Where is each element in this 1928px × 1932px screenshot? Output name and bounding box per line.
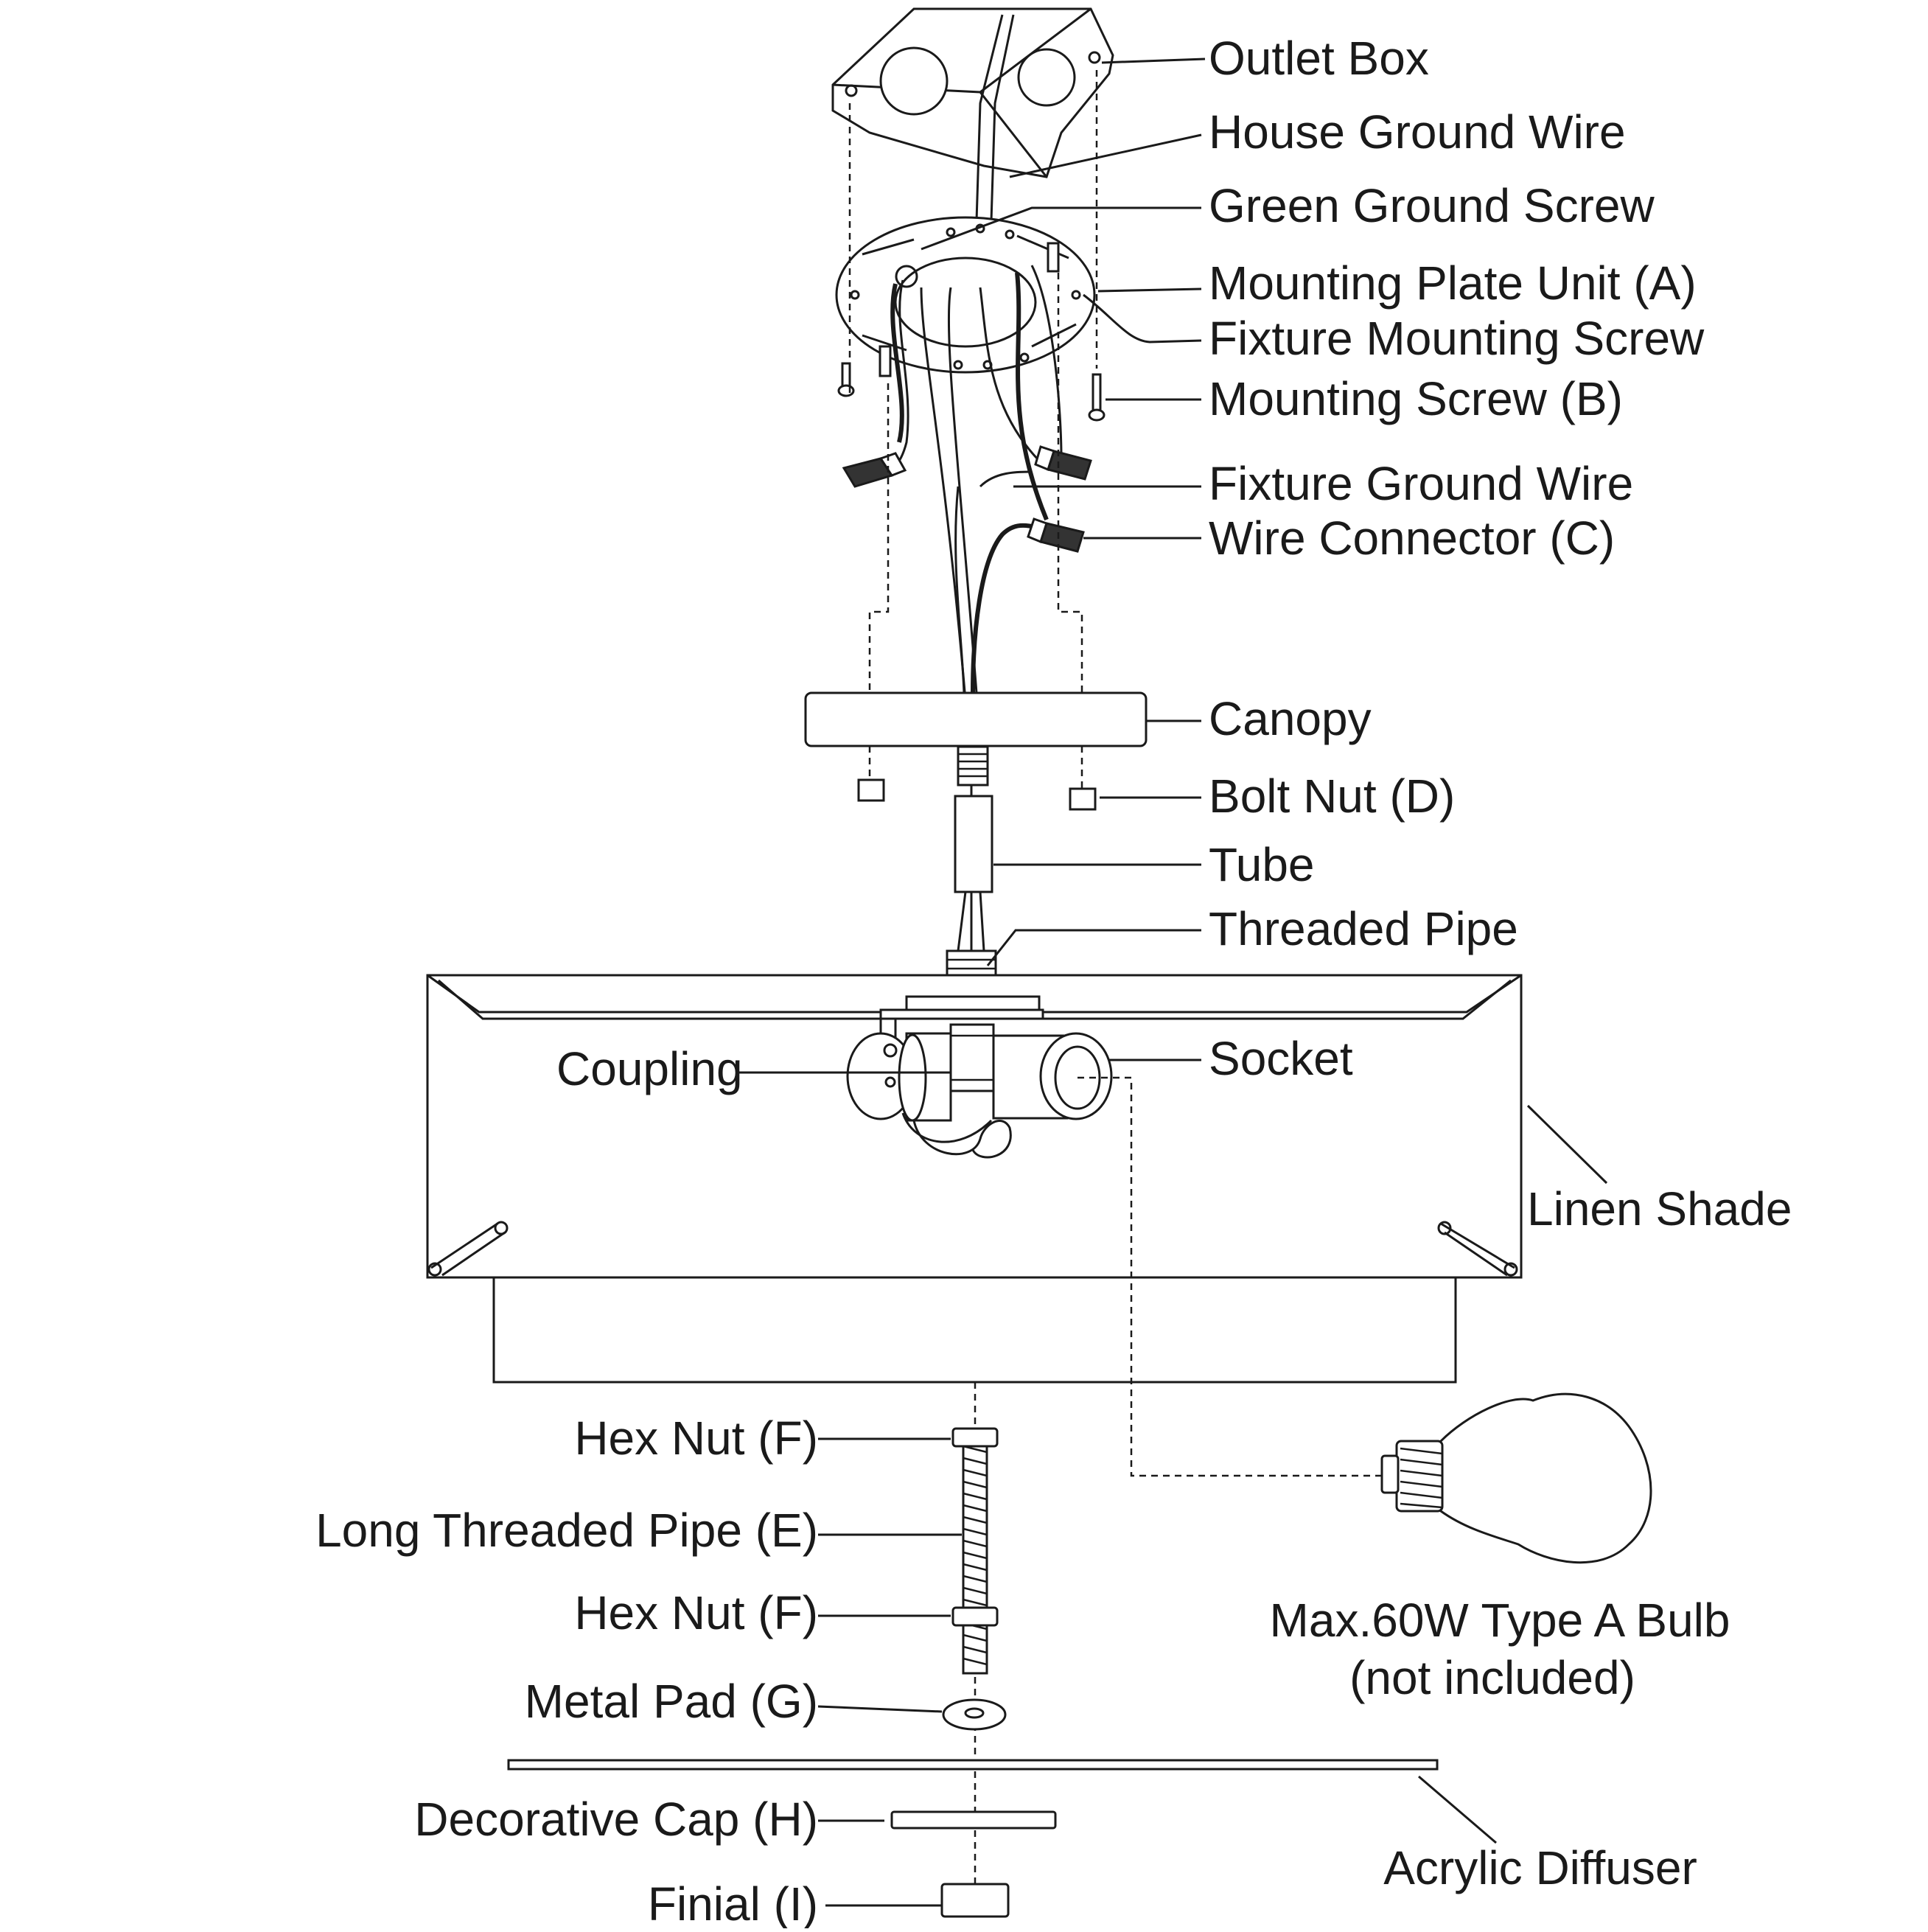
label-long-threaded-pipe: Long Threaded Pipe (E) xyxy=(315,1504,818,1557)
label-canopy: Canopy xyxy=(1209,692,1372,745)
label-fixture-mounting-screw: Fixture Mounting Screw xyxy=(1209,312,1705,365)
decorative-cap xyxy=(890,1810,1057,1830)
label-bolt-nut: Bolt Nut (D) xyxy=(1209,770,1455,823)
socket-left xyxy=(846,1032,952,1122)
mounting-screw-right xyxy=(1088,373,1106,422)
socket xyxy=(992,1032,1113,1120)
label-fixture-ground-wire: Fixture Ground Wire xyxy=(1209,457,1633,510)
label-socket: Socket xyxy=(1209,1032,1353,1085)
label-wire-connector: Wire Connector (C) xyxy=(1209,512,1615,565)
label-hex-nut-bottom: Hex Nut (F) xyxy=(574,1586,818,1639)
socket-wires xyxy=(901,1076,1382,1477)
acrylic-diffuser xyxy=(507,1759,1439,1771)
outlet-box xyxy=(831,7,1114,222)
alignment-lines-top xyxy=(848,70,1098,789)
label-decorative-cap: Decorative Cap (H) xyxy=(414,1793,818,1846)
finial xyxy=(940,1883,1010,1918)
wires xyxy=(873,265,1063,701)
hex-nut-top xyxy=(951,1427,999,1448)
label-mounting-screw: Mounting Screw (B) xyxy=(1209,372,1623,425)
bolt-nut-right xyxy=(1069,787,1097,811)
label-coupling: Coupling xyxy=(556,1042,743,1095)
label-acrylic-diffuser: Acrylic Diffuser xyxy=(1383,1841,1697,1894)
wire-connector-right-top xyxy=(1034,445,1092,481)
label-hex-nut-top: Hex Nut (F) xyxy=(574,1412,818,1465)
hex-nut-bottom xyxy=(951,1606,999,1627)
threaded-nipple xyxy=(957,745,989,787)
metal-pad xyxy=(942,1698,1007,1731)
label-tube: Tube xyxy=(1209,838,1315,891)
tube xyxy=(954,785,993,952)
light-bulb xyxy=(1380,1392,1652,1564)
coupling xyxy=(949,1023,995,1092)
label-outlet-box: Outlet Box xyxy=(1209,32,1429,85)
wire-connector-right-bottom xyxy=(1027,517,1085,553)
label-metal-pad: Metal Pad (G) xyxy=(525,1675,818,1728)
canopy xyxy=(804,691,1148,747)
label-linen-shade: Linen Shade xyxy=(1527,1182,1792,1235)
label-green-ground-screw: Green Ground Screw xyxy=(1209,179,1655,232)
label-mounting-plate-unit: Mounting Plate Unit (A) xyxy=(1209,257,1697,310)
label-threaded-pipe: Threaded Pipe xyxy=(1209,902,1518,955)
mounting-plate xyxy=(835,216,1096,377)
label-house-ground-wire: House Ground Wire xyxy=(1209,105,1626,158)
label-finial: Finial (I) xyxy=(648,1877,818,1928)
label-bulb-line2: (not included) xyxy=(1349,1651,1635,1704)
label-bulb-line1: Max.60W Type A Bulb xyxy=(1270,1594,1730,1647)
leader-lines xyxy=(737,57,1608,1907)
long-threaded-pipe xyxy=(962,1436,988,1675)
bolt-nut-left xyxy=(857,778,885,802)
wire-connector-left xyxy=(842,452,907,488)
mounting-screw-left xyxy=(837,362,855,397)
